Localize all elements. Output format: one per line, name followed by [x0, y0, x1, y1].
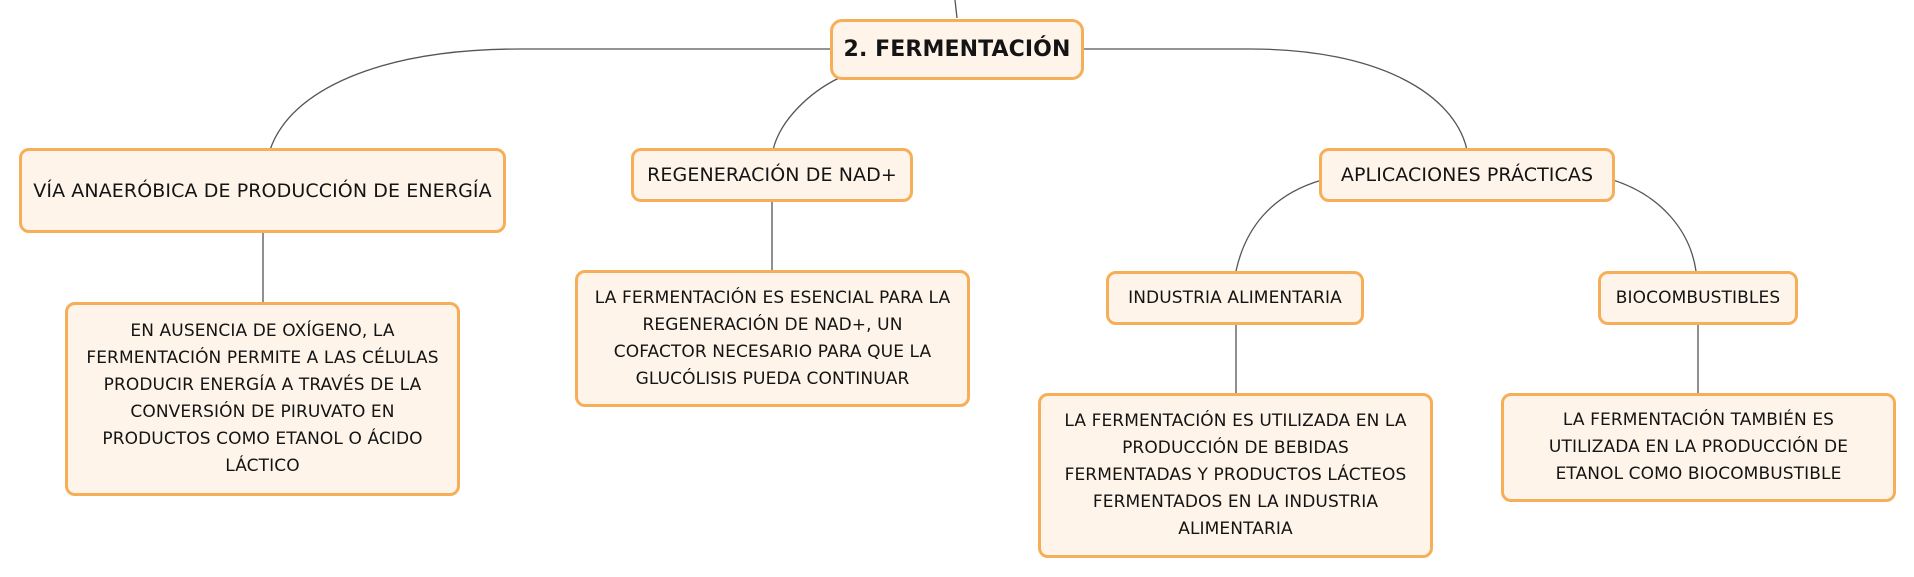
anaerobic-pathway-detail[interactable]: EN AUSENCIA DE OXÍGENO, LA FERMENTACIÓN … [65, 302, 460, 496]
connector-root-to-anaerobic [269, 48, 830, 151]
biofuels-label: BIOCOMBUSTIBLES [1615, 288, 1781, 308]
anaerobic-pathway-label: VÍA ANAERÓBICA DE PRODUCCIÓN DE ENERGÍA [33, 179, 492, 202]
connector-applications-to-food [1235, 179, 1323, 272]
nad-regeneration-detail-text: LA FERMENTACIÓN ES ESENCIAL PARA LA REGE… [594, 287, 951, 389]
food-industry-label: INDUSTRIA ALIMENTARIA [1128, 288, 1342, 308]
connector-root-to-applications [1083, 48, 1468, 151]
connector-parent-to-root [954, 0, 958, 19]
root-topic-label: 2. FERMENTACIÓN [843, 37, 1071, 62]
connector-root-to-nad [772, 77, 840, 151]
anaerobic-pathway-detail-text: EN AUSENCIA DE OXÍGENO, LA FERMENTACIÓN … [86, 321, 439, 476]
nad-regeneration-node[interactable]: REGENERACIÓN DE NAD+ [631, 148, 913, 202]
food-industry-detail[interactable]: LA FERMENTACIÓN ES UTILIZADA EN LA PRODU… [1038, 393, 1433, 558]
biofuels-detail-text: LA FERMENTACIÓN TAMBIÉN ES UTILIZADA EN … [1548, 410, 1849, 484]
nad-regeneration-detail[interactable]: LA FERMENTACIÓN ES ESENCIAL PARA LA REGE… [575, 270, 970, 407]
biofuels-detail[interactable]: LA FERMENTACIÓN TAMBIÉN ES UTILIZADA EN … [1501, 393, 1896, 502]
food-industry-node[interactable]: INDUSTRIA ALIMENTARIA [1106, 271, 1364, 325]
practical-applications-node[interactable]: APLICACIONES PRÁCTICAS [1319, 148, 1615, 202]
connector-applications-to-biofuels [1612, 179, 1697, 272]
practical-applications-label: APLICACIONES PRÁCTICAS [1340, 164, 1594, 186]
biofuels-node[interactable]: BIOCOMBUSTIBLES [1598, 271, 1798, 325]
anaerobic-pathway-node[interactable]: VÍA ANAERÓBICA DE PRODUCCIÓN DE ENERGÍA [19, 148, 506, 233]
food-industry-detail-text: LA FERMENTACIÓN ES UTILIZADA EN LA PRODU… [1064, 411, 1407, 539]
root-topic-node[interactable]: 2. FERMENTACIÓN [830, 19, 1084, 80]
nad-regeneration-label: REGENERACIÓN DE NAD+ [647, 164, 897, 186]
